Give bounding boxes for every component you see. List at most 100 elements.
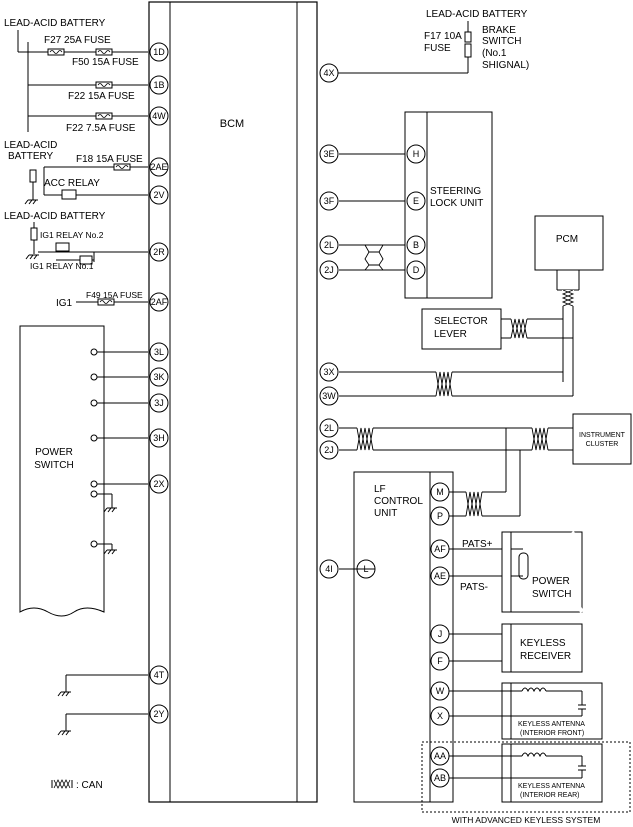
lf-control-pin-label: AA [434,751,446,761]
f27-label: F27 25A FUSE [44,35,111,46]
antenna-rear-1: KEYLESS ANTENNA [518,783,585,790]
can-twist [510,318,528,339]
bcm-left-pin-label: 3L [154,347,164,357]
bcm-left-pin [149,106,169,126]
can-twist [356,427,374,451]
bcm-left-pin-label: 2R [153,247,165,257]
f22a-label: F22 15A FUSE [68,91,135,102]
bcm-right-pin [319,235,339,255]
steering-lock-1: STEERING [430,186,481,197]
bcm-right-pin [319,144,339,164]
bcm-left-pin [149,157,169,177]
lf-control-pin-label: M [436,487,444,497]
bcm-right-pin [319,362,339,382]
can-twist [531,427,549,451]
bcm-left-pin [149,428,169,448]
bcm-left-pin [149,185,169,205]
bcm-right-pin-label: 3E [323,149,334,159]
bcm-left-pin [149,342,169,362]
bcm-right-pin-label: 3F [324,196,335,206]
lf-control-2: CONTROL [374,496,423,507]
brake-switch-2: SWITCH [482,36,521,47]
instrument-cluster-box [572,413,632,465]
bcm-right-pin-label: 2L [324,240,334,250]
bcm-left-pin-label: 2AF [151,297,168,307]
can-legend-label: : CAN [76,780,103,791]
brake-battery-label: LEAD-ACID BATTERY [426,9,528,20]
can-legend-symbol [51,779,73,789]
bcm-right-pin-label: 3X [323,367,334,377]
keyless-receiver-1: KEYLESS [520,638,566,649]
bcm-right-pin [319,559,339,579]
power-switch-left-1: POWER [35,447,73,458]
bcm-right-pin [319,191,339,211]
battery-mid-1: LEAD-ACID [4,140,57,151]
f18-label: F18 15A FUSE [76,154,143,165]
ig1-label: IG1 [56,298,73,309]
bcm-left-pin-label: 4W [152,111,166,121]
power-switch-right-2: SWITCH [532,589,571,600]
bcm-left-pin-label: 2AE [150,162,167,172]
steering-lock-pin [406,235,426,255]
lf-control-pin-label: P [437,511,443,521]
bcm-left-pin [149,242,169,262]
lf-control-pin-label: J [438,629,443,639]
battery-mid-2: BATTERY [8,151,54,162]
pats-minus: PATS- [460,582,488,593]
steering-lock-pin [406,191,426,211]
bcm-right-pin-label: 3W [322,391,336,401]
bcm-left-pin-label: 3H [153,433,165,443]
bcm-left-pin-label: 2V [153,190,164,200]
steering-lock-pin-label: B [413,240,419,250]
can-twist [561,289,575,307]
lf-control-pin-label: AE [434,571,446,581]
antenna-front-2: (INTERIOR FRONT) [520,730,584,737]
steering-lock-pin-label: D [413,265,420,275]
instrument-cluster-1: INSTRUMENT [579,432,626,439]
bcm-right-pin-label: 4X [323,68,334,78]
lf-control-1: LF [374,484,386,495]
antenna-front-box [501,682,603,740]
f50-label: F50 15A FUSE [72,57,139,68]
bcm-right-pin-label: 2J [324,445,334,455]
lf-control-pin-label: AB [434,773,446,783]
acc-relay-label: ACC RELAY [44,178,100,189]
brake-switch-3: (No.1 [482,48,507,59]
bcm-left-pin [149,367,169,387]
bcm-left-pin-label: 1B [153,80,164,90]
bcm-right-pin [319,440,339,460]
can-twist [465,491,483,517]
ig1-relay2-label: IG1 RELAY No.2 [40,230,104,240]
selector-lever-1: SELECTOR [434,316,488,327]
power-switch-right-box [501,531,583,613]
brake-fuse-1: F17 10A [424,31,462,42]
instrument-cluster-2: CLUSTER [586,441,619,448]
can-twist-symbols [356,244,575,517]
lf-control-pin-label: F [437,656,443,666]
lf-control-3: UNIT [374,508,397,519]
bcm-left-pin [149,665,169,685]
pcm-box [534,215,604,271]
steering-lock-2: LOCK UNIT [430,198,483,209]
bcm-left-pin-label: 2X [153,479,164,489]
f22b-label: F22 7.5A FUSE [66,123,136,134]
bcm-box [148,1,318,803]
bcm-left-pin-label: 2Y [153,709,164,719]
bcm-right-pin-label: 2L [324,423,334,433]
bcm-right-pin [319,418,339,438]
bcm-left-pin [149,75,169,95]
bcm-left-pin-label: 3J [154,398,164,408]
pcm-title: PCM [556,234,578,245]
lf-control-pin-label: X [437,711,443,721]
battery-label-top: LEAD-ACID BATTERY [4,18,106,29]
bcm-title: BCM [220,118,244,130]
antenna-front-1: KEYLESS ANTENNA [518,721,585,728]
power-switch-right-1: POWER [532,576,570,587]
steering-lock-pin [406,144,426,164]
advanced-keyless-region [421,741,631,813]
bcm-left-pin [149,393,169,413]
bcm-right-pin-label: 2J [324,265,334,275]
ig1-relay1-label: IG1 RELAY No.1 [30,261,94,271]
lf-control-pin-label: AF [434,544,446,554]
